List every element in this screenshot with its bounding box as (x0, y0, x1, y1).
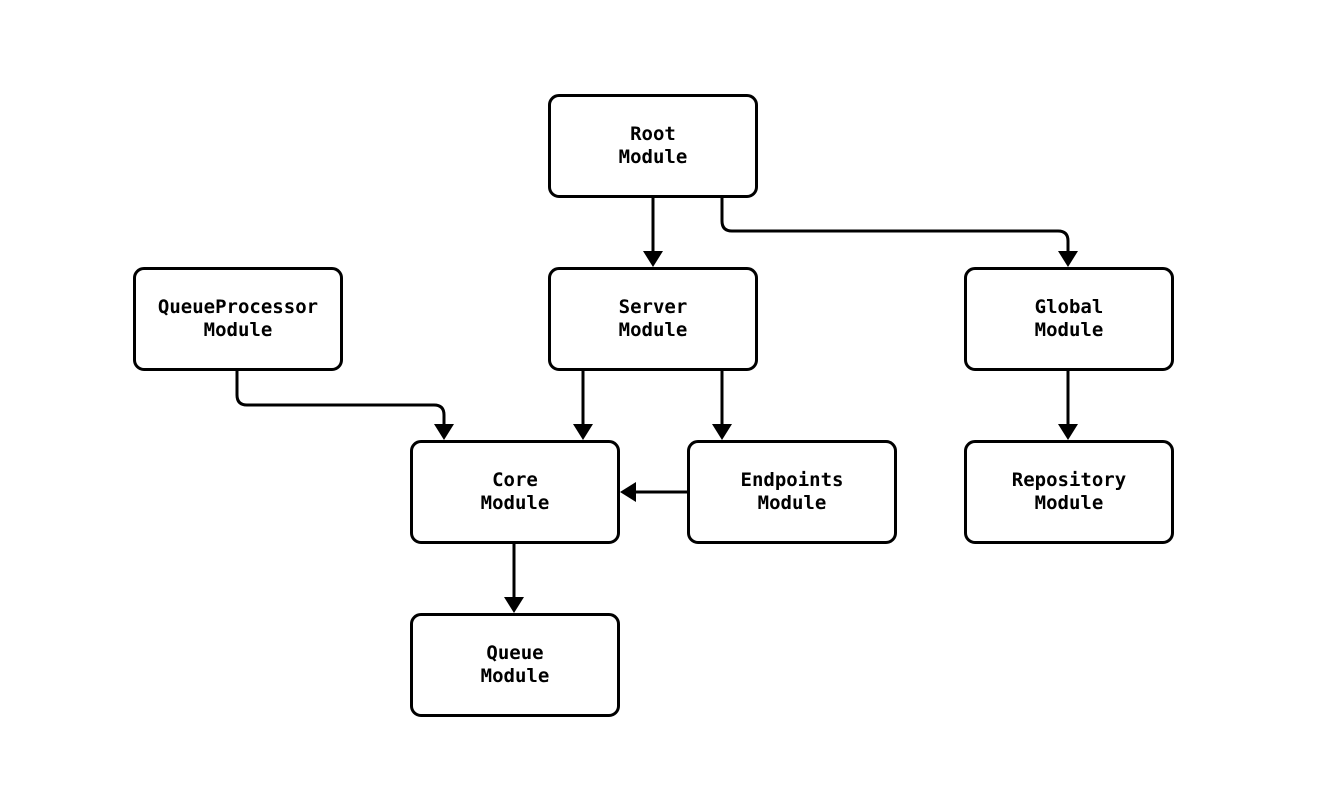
edge-root-to-server (643, 198, 663, 267)
node-global-module[interactable]: Global Module (964, 267, 1174, 371)
node-queue-module-line2: Module (480, 665, 550, 687)
node-endpoints-module[interactable]: Endpoints Module (687, 440, 897, 544)
edge-queueprocessor-to-core (235, 371, 454, 440)
node-endpoints-module-line1: Endpoints (740, 469, 844, 491)
edge-server-to-endpoints (712, 371, 732, 440)
node-repository-module-line1: Repository (1011, 469, 1127, 491)
node-server-module[interactable]: Server Module (548, 267, 758, 371)
node-core-module[interactable]: Core Module (410, 440, 620, 544)
node-queueprocessor-module-line2: Module (203, 319, 273, 341)
node-queue-module[interactable]: Queue Module (410, 613, 620, 717)
node-queueprocessor-module-line1: QueueProcessor (157, 296, 319, 318)
node-queue-module-line1: Queue (486, 642, 544, 664)
edge-server-to-core (573, 371, 593, 440)
node-core-module-line1: Core (492, 469, 538, 491)
node-repository-module[interactable]: Repository Module (964, 440, 1174, 544)
edge-root-to-global (720, 198, 1078, 267)
edge-global-to-repository (1058, 371, 1078, 440)
node-root-module-line2: Module (618, 146, 688, 168)
node-root-module[interactable]: Root Module (548, 94, 758, 198)
node-server-module-line2: Module (618, 319, 688, 341)
node-server-module-line1: Server (618, 296, 688, 318)
node-repository-module-line2: Module (1034, 492, 1104, 514)
node-core-module-line2: Module (480, 492, 550, 514)
node-queueprocessor-module[interactable]: QueueProcessor Module (133, 267, 343, 371)
node-global-module-line2: Module (1034, 319, 1104, 341)
node-root-module-line1: Root (630, 123, 676, 145)
edge-core-to-queue (504, 544, 524, 613)
node-global-module-line1: Global (1034, 296, 1104, 318)
node-endpoints-module-line2: Module (757, 492, 827, 514)
edge-endpoints-to-core (620, 482, 687, 502)
